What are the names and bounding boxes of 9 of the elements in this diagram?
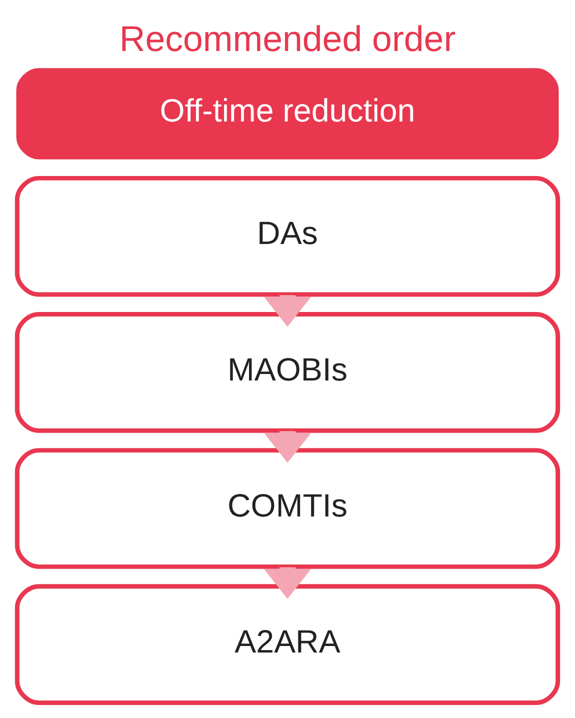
node-box: Off-time reduction bbox=[16, 68, 559, 160]
arrow bbox=[264, 295, 312, 327]
node-box: A2ARA bbox=[14, 584, 560, 705]
arrow bbox=[264, 567, 312, 599]
node-box: COMTIs bbox=[14, 448, 560, 569]
node-box: DAs bbox=[14, 176, 560, 297]
diagram-title: Recommended order bbox=[119, 19, 456, 60]
arrow bbox=[264, 431, 312, 463]
node-box: MAOBIs bbox=[14, 312, 560, 433]
